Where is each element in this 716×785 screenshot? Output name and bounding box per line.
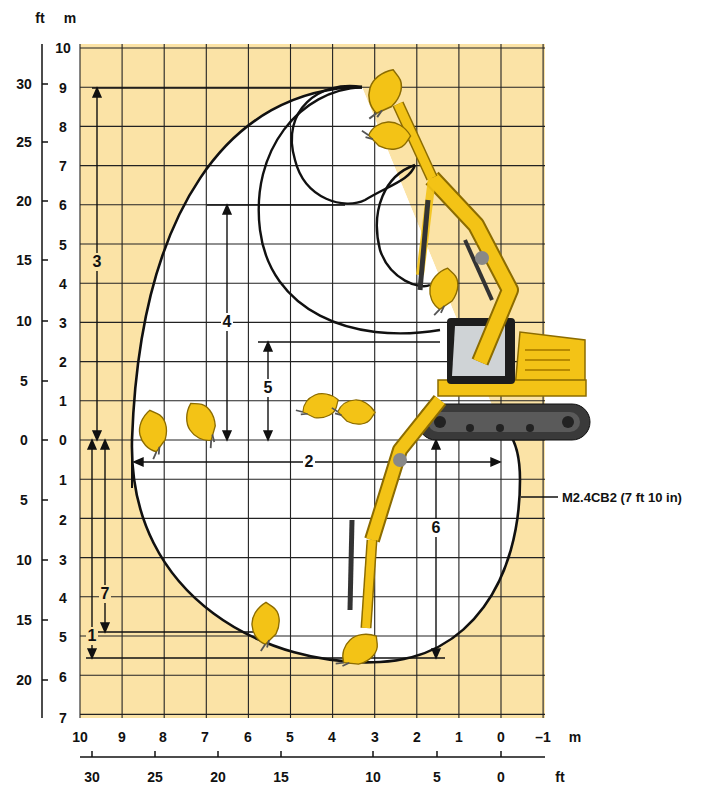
- bucket-model-label: M2.4CB2 (7 ft 10 in): [562, 491, 682, 504]
- axis-label: 0: [20, 433, 28, 447]
- axis-label: ft: [35, 11, 44, 25]
- callout-number: 1: [86, 627, 99, 645]
- callout-number: 2: [303, 453, 316, 471]
- axis-label: 3: [59, 316, 67, 330]
- axis-label: 6: [59, 670, 67, 684]
- axis-label: 1: [59, 394, 67, 408]
- axis-label: 25: [147, 770, 163, 784]
- axis-label: 30: [84, 770, 100, 784]
- callout-number: 4: [221, 313, 234, 331]
- axis-label: m: [64, 11, 76, 25]
- axis-label: –1: [535, 730, 551, 744]
- axis-label: 2: [413, 730, 421, 744]
- axis-label: 0: [497, 770, 505, 784]
- axis-label: 15: [16, 613, 32, 627]
- axis-label: 15: [16, 253, 32, 267]
- axis-label: 1: [455, 730, 463, 744]
- axis-label: 15: [273, 770, 289, 784]
- axis-label: 5: [20, 374, 28, 388]
- axis-label: m: [569, 730, 581, 744]
- axis-label: 2: [59, 355, 67, 369]
- axis-label: 4: [59, 591, 67, 605]
- axis-label: 10: [16, 553, 32, 567]
- axis-label: 25: [16, 135, 32, 149]
- axis-label: ft: [555, 770, 564, 784]
- axis-label: 20: [210, 770, 226, 784]
- axis-label: 20: [16, 673, 32, 687]
- axis-label: 1: [59, 473, 67, 487]
- axis-label: 7: [201, 730, 209, 744]
- axis-label: 9: [118, 730, 126, 744]
- axis-label: 0: [59, 433, 67, 447]
- axis-label: 7: [59, 159, 67, 173]
- axis-label: 5: [286, 730, 294, 744]
- axis-label: 10: [16, 314, 32, 328]
- axis-label: 4: [328, 730, 336, 744]
- axis-label: 8: [159, 730, 167, 744]
- axis-label: 0: [497, 730, 505, 744]
- callout-number: 3: [91, 253, 104, 271]
- axis-label: 3: [59, 553, 67, 567]
- axis-label: 10: [55, 41, 71, 55]
- callout-number: 5: [262, 379, 275, 397]
- axis-label: 6: [244, 730, 252, 744]
- axis-label: 7: [59, 711, 67, 725]
- callout-number: 6: [430, 519, 443, 537]
- axis-label: 5: [433, 770, 441, 784]
- axis-label: 9: [59, 81, 67, 95]
- axis-label: 30: [16, 77, 32, 91]
- callout-number: 7: [99, 585, 112, 603]
- axis-label: 4: [59, 277, 67, 291]
- axis-label: 6: [59, 198, 67, 212]
- axis-label: 3: [371, 730, 379, 744]
- axis-label: 5: [59, 630, 67, 644]
- axis-label: 8: [59, 120, 67, 134]
- axis-label: 2: [59, 513, 67, 527]
- axis-label: 5: [59, 238, 67, 252]
- axis-label: 10: [72, 730, 88, 744]
- axis-label: 20: [16, 194, 32, 208]
- axis-label: 10: [365, 770, 381, 784]
- axis-label: 5: [20, 493, 28, 507]
